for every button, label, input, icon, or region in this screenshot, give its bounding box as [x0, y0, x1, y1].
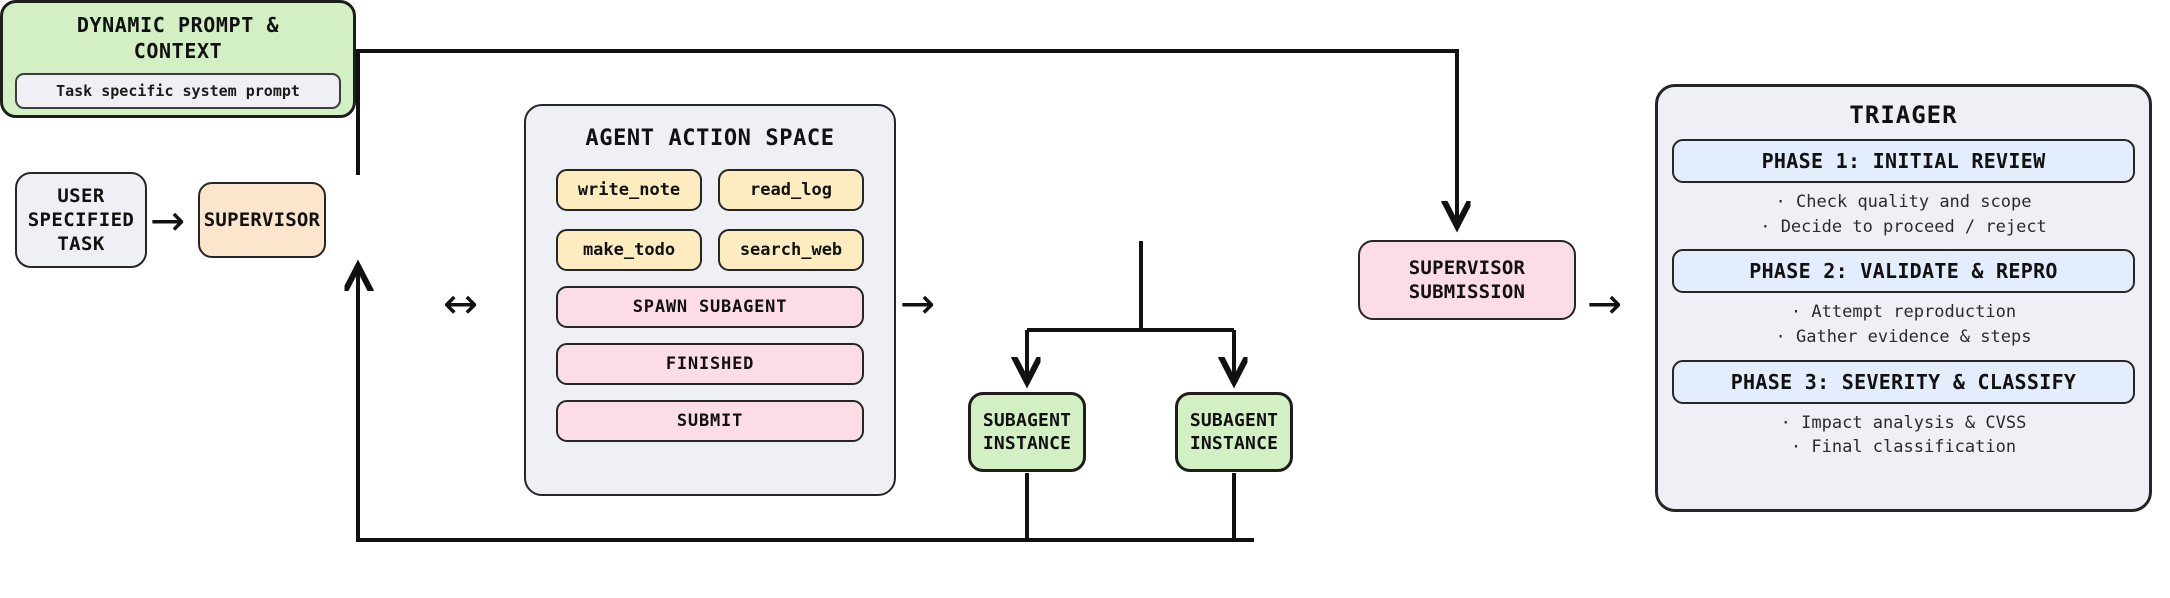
phase-3-bullets: Impact analysis & CVSS Final classificat… [1658, 411, 2149, 460]
user-specified-task-node: USER SPECIFIED TASK [15, 172, 147, 268]
triager-panel: TRIAGER PHASE 1: INITIAL REVIEW Check qu… [1655, 84, 2152, 512]
agent-action-space-panel: AGENT ACTION SPACE write_note read_log m… [524, 104, 896, 496]
wire-prompt-to-subagents [1027, 241, 1234, 378]
submission-line-1: SUPERVISOR [1408, 256, 1526, 279]
tool-row-2: make_todo search_web [526, 229, 894, 271]
phase-1-bullets: Check quality and scope Decide to procee… [1658, 190, 2149, 239]
wire-supervisor-to-submission [356, 49, 1457, 222]
subagent-2-line-2: INSTANCE [1189, 433, 1279, 454]
dynamic-prompt-context-panel: DYNAMIC PROMPT & CONTEXT Task specific s… [0, 0, 356, 118]
arrow-bidirectional-icon: ↔ [443, 279, 479, 328]
subagent-instance-node-1: SUBAGENT INSTANCE [968, 392, 1086, 472]
phase-2-bullet-1: Attempt reproduction [1658, 300, 2149, 325]
arrow-actionspace-to-prompt-icon: → [900, 279, 936, 328]
phase-1-header[interactable]: PHASE 1: INITIAL REVIEW [1672, 139, 2135, 183]
subagent-1-line-2: INSTANCE [982, 433, 1072, 454]
task-line-1: USER [57, 184, 105, 207]
agent-action-space-title: AGENT ACTION SPACE [585, 126, 835, 151]
arrow-task-to-supervisor-icon: → [150, 196, 186, 245]
action-chip-spawn-subagent[interactable]: SPAWN SUBAGENT [556, 286, 864, 328]
action-chip-write-note[interactable]: write_note [556, 169, 702, 211]
phase-3-bullet-2: Final classification [1658, 435, 2149, 460]
action-chip-read-log[interactable]: read_log [718, 169, 864, 211]
dynamic-prompt-title-line-2: CONTEXT [133, 39, 223, 63]
phase-1-bullet-1: Check quality and scope [1658, 190, 2149, 215]
action-chip-submit[interactable]: SUBMIT [556, 400, 864, 442]
task-specific-system-prompt-field[interactable]: Task specific system prompt [15, 73, 341, 109]
supervisor-label: SUPERVISOR [203, 208, 321, 231]
subagent-2-line-1: SUBAGENT [1189, 409, 1279, 431]
supervisor-node: SUPERVISOR [198, 182, 326, 258]
dynamic-prompt-title: DYNAMIC PROMPT & CONTEXT [3, 12, 353, 64]
phase-2-header[interactable]: PHASE 2: VALIDATE & REPRO [1672, 249, 2135, 294]
phase-2-bullet-2: Gather evidence & steps [1658, 325, 2149, 350]
subagent-instance-node-2: SUBAGENT INSTANCE [1175, 392, 1293, 472]
action-chip-finished[interactable]: FINISHED [556, 343, 864, 385]
supervisor-submission-node: SUPERVISOR SUBMISSION [1358, 240, 1576, 320]
task-line-2: SPECIFIED [27, 208, 135, 231]
phase-3-bullet-1: Impact analysis & CVSS [1658, 411, 2149, 436]
triager-title: TRIAGER [1849, 101, 1958, 129]
tool-row-1: write_note read_log [526, 169, 894, 211]
phase-2-bullets: Attempt reproduction Gather evidence & s… [1658, 300, 2149, 349]
action-chip-make-todo[interactable]: make_todo [556, 229, 702, 271]
phase-3-header[interactable]: PHASE 3: SEVERITY & CLASSIFY [1672, 359, 2135, 404]
action-chip-search-web[interactable]: search_web [718, 229, 864, 271]
subagent-1-line-1: SUBAGENT [982, 409, 1072, 431]
submission-line-2: SUBMISSION [1408, 281, 1526, 303]
dynamic-prompt-title-line-1: DYNAMIC PROMPT & [76, 13, 280, 37]
arrow-submission-to-triager-icon: → [1587, 279, 1623, 328]
phase-1-bullet-2: Decide to proceed / reject [1658, 215, 2149, 240]
task-line-3: TASK [57, 233, 105, 256]
